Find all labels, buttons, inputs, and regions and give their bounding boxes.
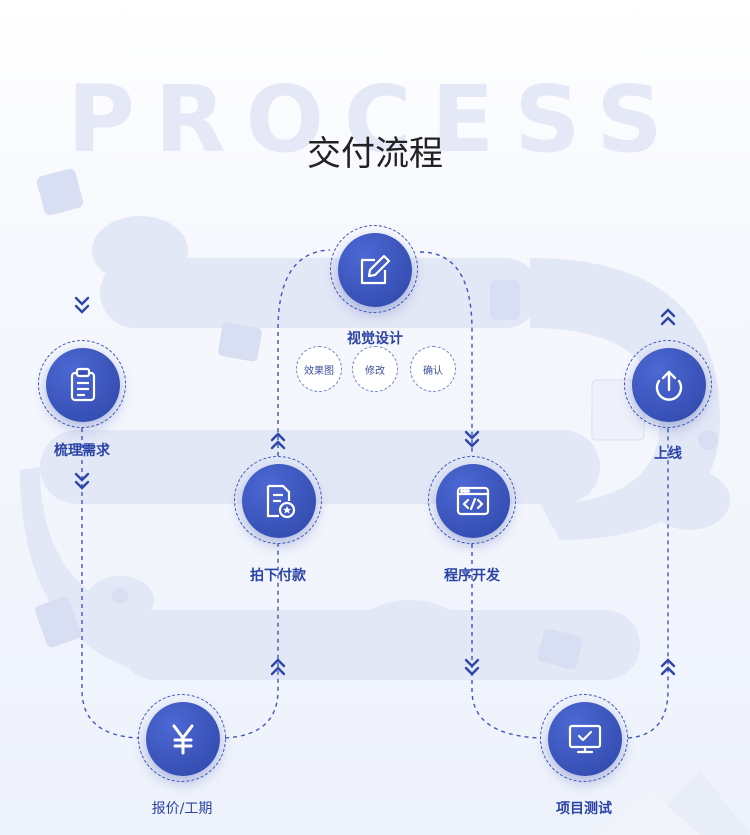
step-design-label: 视觉设计 xyxy=(347,331,403,347)
step-requirements-label: 梳理需求 xyxy=(54,443,110,459)
page-title: 交付流程 xyxy=(307,134,443,174)
design-substep-effect: 效果图 xyxy=(296,346,342,392)
step-testing-node xyxy=(540,694,628,782)
step-quote-label: 报价/工期 xyxy=(151,801,213,817)
step-design-node xyxy=(330,225,418,313)
clipboard-icon xyxy=(46,348,120,422)
step-development-label: 程序开发 xyxy=(444,568,500,584)
yen-icon xyxy=(146,702,220,776)
step-launch-node xyxy=(624,340,712,428)
code-window-icon xyxy=(436,464,510,538)
step-quote-node xyxy=(138,694,226,782)
step-requirements-node xyxy=(38,340,126,428)
document-star-icon xyxy=(242,464,316,538)
step-development-node xyxy=(428,456,516,544)
design-substep-confirm: 确认 xyxy=(410,346,456,392)
upload-arrow-icon xyxy=(632,348,706,422)
step-testing-label: 项目测试 xyxy=(556,801,612,817)
design-substep-revise: 修改 xyxy=(352,346,398,392)
chevron-down-icon xyxy=(74,296,90,314)
step-payment-label: 拍下付款 xyxy=(250,568,306,584)
step-launch-label: 上线 xyxy=(654,446,682,462)
pen-edit-icon xyxy=(338,233,412,307)
monitor-check-icon xyxy=(548,702,622,776)
step-payment-node xyxy=(234,456,322,544)
watermark-text: PROCESS xyxy=(67,66,683,173)
